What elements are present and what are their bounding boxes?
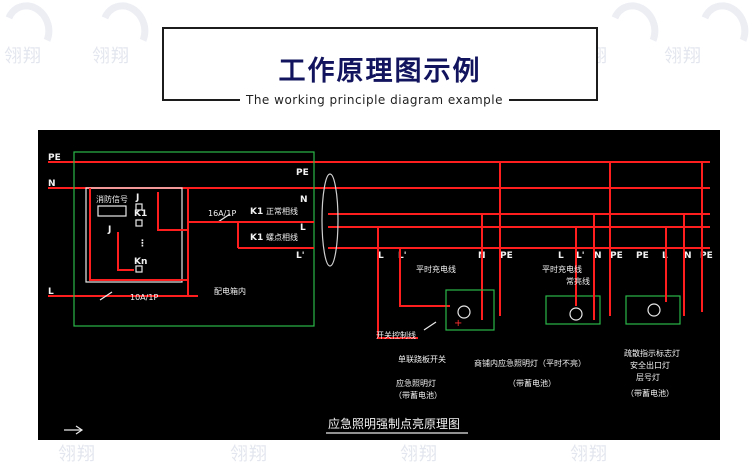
relay-kn-label: Kn (134, 257, 147, 267)
circuit-diagram: PE N L PE N L L' 配电箱内 消防信号 J K1 J ⋮ Kn 1… (38, 130, 720, 440)
g2-charge-line-label: 平时充电线 (542, 264, 582, 274)
g1-charge-line-label: 平时充电线 (416, 264, 456, 274)
watermark-text: 翎翔 (400, 444, 438, 465)
g1-light-icon (457, 305, 471, 319)
g3-pe-label: PE (636, 251, 649, 261)
sign-light-1-label: 疏散指示标志灯 (624, 348, 680, 358)
box-label: 配电箱内 (214, 286, 246, 296)
store-battery-label: （带蓄电池） (508, 378, 556, 388)
sign-light-2-label: 安全出口灯 (630, 360, 670, 370)
g3-light-icon (647, 303, 661, 317)
g1-switch-line-label: 开关控制线 (376, 330, 416, 340)
fire-signal-contact (97, 205, 127, 217)
box-pe-label: PE (296, 168, 309, 178)
relay-j-coil (135, 203, 143, 211)
box-n-label: N (300, 195, 308, 205)
g2-pe-label: PE (610, 251, 623, 261)
relay-kn-coil (135, 265, 143, 273)
g1-pe-label: PE (500, 251, 513, 261)
relay-j-label: J (135, 193, 139, 203)
main-breaker-contact (99, 291, 113, 301)
relay-dots: ⋮ (138, 239, 147, 249)
g1-switch-contact (423, 321, 437, 331)
relay-j-wire (117, 232, 134, 271)
g3-n-label: N (684, 251, 692, 261)
branch-breaker-contact (217, 213, 231, 223)
g2-l-prime-label: L' (576, 251, 585, 261)
store-light-label: 商铺内应急照明灯（平时不亮） (474, 358, 586, 368)
watermark-text: 翎翔 (58, 444, 96, 465)
bus-pe-label: PE (48, 153, 61, 163)
g1-l-label: L (378, 251, 384, 261)
k1-emergency-label: K1 (250, 233, 263, 243)
g1-light-plus: + (454, 318, 462, 329)
g1-switch-wire (377, 227, 418, 339)
g2-light-box (545, 295, 601, 325)
main-breaker-label: 10A/1P (130, 293, 158, 302)
g2-light-icon (569, 307, 583, 321)
relay-j2-label: J (107, 225, 111, 235)
cable-bundle-icon (321, 173, 339, 267)
emergency-battery-label: （带蓄电池） (394, 390, 442, 400)
relay-k1-coil (135, 219, 143, 227)
fire-signal-label: 消防信号 (96, 194, 128, 204)
branch-feed-wire (188, 221, 239, 248)
g1-l-prime-label: L' (398, 251, 407, 261)
k1-emergency-line-label: 螺点相线 (266, 232, 298, 242)
watermark-text: 翎翔 (4, 46, 42, 67)
watermark-text: 翎翔 (230, 444, 268, 465)
g2-l-label: L (558, 251, 564, 261)
branch-breaker-label: 16A/1P (208, 209, 236, 218)
g1-light-box (445, 289, 495, 331)
k1-normal-label: K1 (250, 207, 263, 217)
sign-light-3-label: 层号灯 (636, 372, 660, 382)
emergency-light-label: 应急照明灯 (396, 378, 436, 388)
g2-fixed-line-label: 常亮线 (566, 276, 590, 286)
watermark-text: 翎翔 (92, 46, 130, 67)
title-frame: 工作原理图示例 (162, 27, 598, 101)
distribution-box-frame (73, 151, 315, 327)
watermark-text: 翎翔 (570, 444, 608, 465)
k1-normal-line-label: 正常相线 (266, 206, 298, 216)
g1-charge-wire (399, 248, 450, 307)
relay-panel (85, 187, 183, 283)
box-out-l-prime-label: L' (296, 251, 305, 261)
diagram-caption: 应急照明强制点亮原理图 (328, 416, 460, 431)
g3-pe2-label: PE (700, 251, 713, 261)
relay-k1-label: K1 (134, 209, 147, 219)
bus-n-label: N (48, 179, 56, 189)
scale-arrow-head-icon (75, 425, 84, 435)
page-subtitle: The working principle diagram example (240, 93, 509, 107)
single-switch-label: 单联跷板开关 (398, 354, 446, 364)
watermark-logo-icon (602, 0, 666, 63)
g3-light-box (625, 295, 681, 325)
g2-n-label: N (594, 251, 602, 261)
page-title: 工作原理图示例 (278, 56, 482, 87)
watermark-text: 翎翔 (664, 46, 702, 67)
sign-battery-label: （带蓄电池） (626, 388, 674, 398)
box-out-l-label: L (300, 223, 306, 233)
bus-l-label: L (48, 287, 54, 297)
